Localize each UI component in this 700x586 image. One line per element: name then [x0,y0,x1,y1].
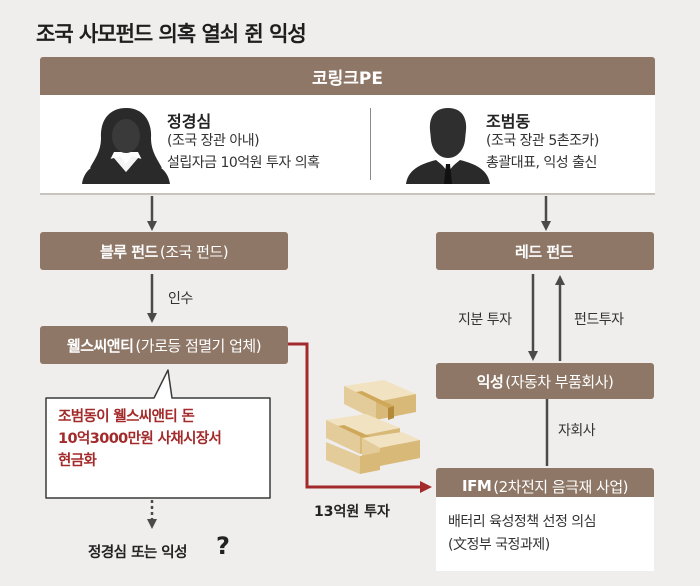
blue-fund-box: 블루 펀드(조국 펀드) [40,232,288,270]
question-mark: ? [216,532,230,560]
person-desc-cho-1: (조국 장관 5촌조카) [486,133,599,149]
woman-silhouette-icon [82,108,170,184]
callout-line-3: 현금화 [58,453,97,469]
iksung-label: 익성 [476,372,504,391]
red-fund-box: 레드 펀드 [436,232,654,270]
subsidiary-label: 자회사 [558,423,596,439]
person-desc-jung-2: 설립자금 10억원 투자 의혹 [167,155,320,171]
panel-divider [370,108,371,180]
ifm-desc-2: (文정부 국정과제) [448,537,550,553]
wells-box: 웰스씨앤티(가로등 점멸기 업체) [40,326,288,364]
ifm-desc-box [436,497,654,571]
wells-sub: (가로등 점멸기 업체) [135,336,262,355]
iksung-box: 익성(자동차 부품회사) [436,363,654,399]
ifm-desc-1: 배터리 육성정책 선정 의심 [448,514,597,530]
person-desc-jung-1: (조국 장관 아내) [167,133,260,149]
equity-invest-label: 지분 투자 [458,312,512,328]
man-silhouette-icon [406,108,490,184]
person-desc-cho-2: 총괄대표, 익성 출신 [486,155,597,171]
arrow-wells-to-ifm [286,342,432,493]
callout-line-1: 조범동이 웰스씨앤티 돈 [58,409,195,425]
page-title: 조국 사모펀드 의혹 열쇠 쥔 익성 [36,22,307,46]
wells-label: 웰스씨앤티 [66,336,134,355]
acquire-label: 인수 [168,291,193,307]
blue-fund-sub: (조국 펀드) [159,242,229,261]
person-name-jung: 정경심 [167,112,212,131]
red-fund-label: 레드 펀드 [515,242,573,261]
person-name-cho: 조범동 [486,112,531,131]
fund-invest-label: 펀드투자 [574,312,624,328]
blue-fund-label: 블루 펀드 [99,242,158,261]
question-text: 정경심 또는 익성 [88,545,187,561]
ifm-sub: (2차전지 음극재 사업) [493,477,628,496]
callout-line-2: 10억3000만원 사채시장서 [58,431,222,447]
korink-pe-header: 코링크PE [40,57,655,95]
iksung-sub: (자동차 부품회사) [505,372,614,391]
ifm-label: IFM [462,477,492,495]
callout-bubble [45,369,271,499]
investment-label: 13억원 투자 [314,504,390,520]
money-stack-icon [326,380,420,474]
